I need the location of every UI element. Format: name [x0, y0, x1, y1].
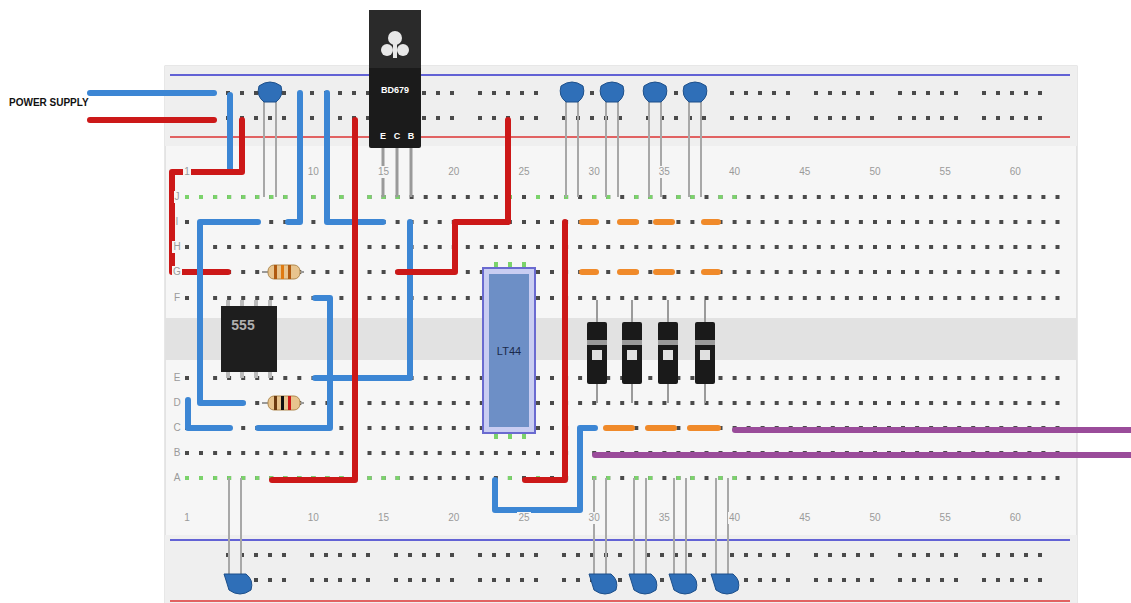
ceramic-capacitors	[224, 82, 739, 594]
bottom-power-rail	[165, 535, 1077, 603]
transistor-package	[369, 10, 421, 197]
breadboard-holes	[185, 91, 1060, 582]
column-number: 1	[183, 166, 191, 178]
lt44-chip: LT44	[489, 274, 529, 427]
row-letter: A	[173, 472, 182, 484]
column-number: 25	[517, 512, 530, 524]
center-channel	[165, 318, 1077, 360]
column-number: 20	[447, 166, 460, 178]
row-letter: E	[173, 372, 182, 384]
column-number: 35	[658, 166, 671, 178]
lt44-package	[483, 262, 535, 439]
column-number: 35	[658, 512, 671, 524]
column-number: 30	[588, 166, 601, 178]
rail-line-blue	[170, 539, 1070, 541]
column-number: 1	[183, 512, 191, 524]
resistor-symbol	[262, 396, 304, 410]
component-name: BD679	[381, 85, 409, 95]
capacitor-legs	[229, 100, 728, 575]
row-letter: D	[172, 397, 181, 409]
component-name: 555	[231, 317, 254, 333]
row-letter: B	[173, 447, 182, 459]
column-number: 45	[798, 512, 811, 524]
column-number: 60	[1009, 512, 1022, 524]
row-letter: J	[174, 191, 181, 203]
column-number: 10	[307, 166, 320, 178]
column-number: 60	[1009, 166, 1022, 178]
row-letter: G	[172, 266, 182, 278]
row-letter: F	[173, 292, 181, 304]
breadboard-body	[165, 66, 1077, 603]
column-number: 50	[868, 512, 881, 524]
ic-555-chip: 555	[223, 312, 263, 338]
column-number: 40	[728, 512, 741, 524]
rail-line-red	[170, 600, 1070, 602]
wires	[90, 93, 1131, 510]
pin-name: B	[407, 131, 416, 142]
column-number: 10	[307, 512, 320, 524]
column-number: 30	[588, 512, 601, 524]
component-name: LT44	[497, 345, 521, 357]
connected-holes	[185, 195, 737, 480]
column-number: 15	[377, 512, 390, 524]
transistor-label: BD679	[372, 70, 418, 110]
column-number: 40	[728, 166, 741, 178]
pin-name: C	[393, 131, 402, 142]
rail-line-red	[170, 136, 1070, 138]
ic-555-package	[221, 300, 277, 378]
row-letter: I	[175, 216, 180, 228]
row-letter: H	[172, 241, 181, 253]
column-number: 20	[447, 512, 460, 524]
column-number: 50	[868, 166, 881, 178]
column-number: 15	[377, 166, 390, 178]
column-number: 55	[939, 166, 952, 178]
row-letter: C	[172, 422, 181, 434]
rail-line-blue	[170, 74, 1070, 76]
power-supply-label: POWER SUPPLY	[8, 97, 90, 109]
column-number: 25	[517, 166, 530, 178]
column-number: 45	[798, 166, 811, 178]
resistor-symbol	[262, 265, 304, 279]
diode-symbols	[587, 300, 715, 403]
pin-name: E	[379, 131, 387, 142]
jumper-wires	[582, 222, 718, 428]
column-number: 55	[939, 512, 952, 524]
